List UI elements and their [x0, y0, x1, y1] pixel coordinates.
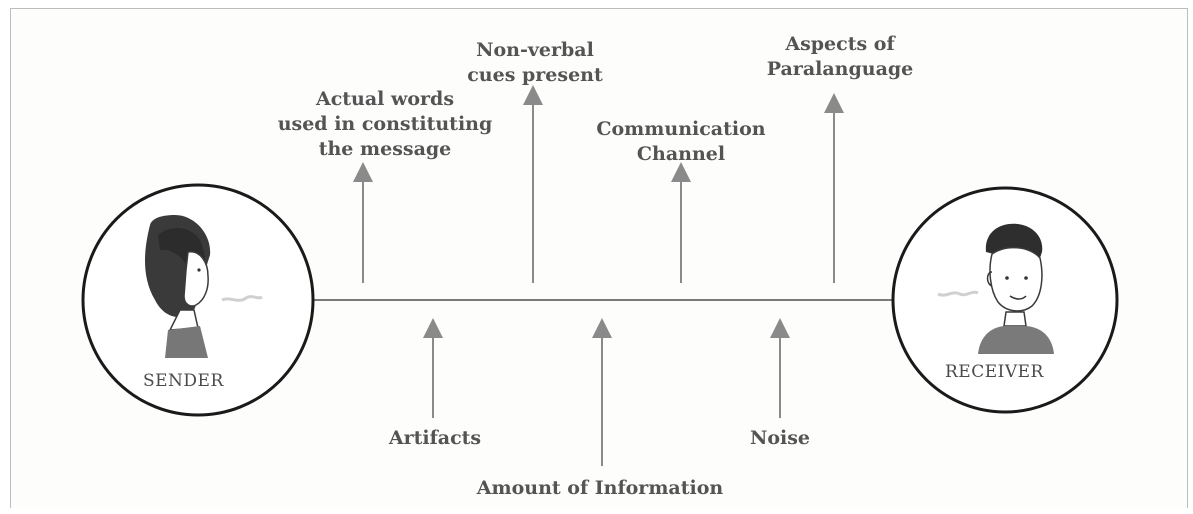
label-amount: Amount of Information	[476, 477, 724, 499]
label-noise: Noise	[749, 427, 811, 449]
label-actual-words: Actual words used in constituting the me…	[277, 88, 493, 160]
sender-label: SENDER	[143, 371, 224, 391]
label-paralanguage: Aspects of Paralanguage	[766, 33, 914, 80]
receiver-figure	[891, 186, 1119, 414]
label-artifacts: Artifacts	[388, 427, 482, 449]
receiver-label: RECEIVER	[945, 362, 1044, 382]
label-non-verbal: Non-verbal cues present	[467, 39, 603, 86]
sender-figure	[81, 183, 315, 417]
label-channel: Communication Channel	[596, 118, 766, 165]
